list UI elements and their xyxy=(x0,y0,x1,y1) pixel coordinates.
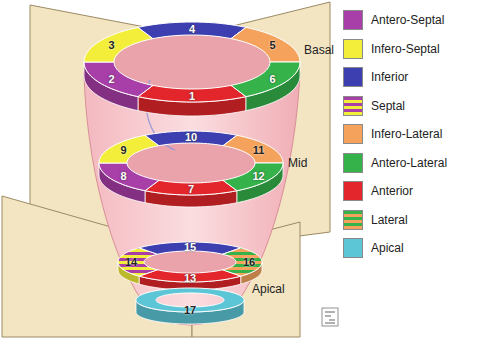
swatch-pattern xyxy=(344,211,362,229)
legend-swatch xyxy=(343,39,363,59)
legend-swatch xyxy=(343,124,363,144)
ring-segment: 12 xyxy=(222,162,284,204)
legend-text: Lateral xyxy=(371,213,408,227)
legend-text: Infero-Lateral xyxy=(371,127,442,141)
ring-segment: 17 xyxy=(135,287,245,325)
legend-swatch xyxy=(343,153,363,173)
corner-logo xyxy=(322,308,338,326)
legend-row: Lateral xyxy=(343,210,493,230)
ventricle-body xyxy=(84,72,300,325)
segment-number: 11 xyxy=(253,145,265,156)
ring-segment: 2 xyxy=(83,61,154,112)
segment-shape xyxy=(230,61,301,112)
segment-shape xyxy=(222,162,284,204)
legend-swatch xyxy=(343,181,363,201)
segment-number: 17 xyxy=(184,304,196,315)
segment-face xyxy=(145,131,237,146)
segment-number: 5 xyxy=(269,40,275,51)
ring-segment: 5 xyxy=(230,26,301,63)
segment-face xyxy=(99,163,159,191)
segment-face xyxy=(84,62,153,97)
segment-face xyxy=(231,62,300,97)
segment-face xyxy=(138,85,246,102)
segment-face xyxy=(223,163,283,191)
ring-segment: 6 xyxy=(230,61,301,112)
swatch-pattern xyxy=(344,97,362,115)
segment-face xyxy=(139,270,241,282)
segment-number: 6 xyxy=(269,73,275,84)
level-label: Apical xyxy=(252,283,285,295)
segment-number: 12 xyxy=(252,171,264,182)
legend-row: Septal xyxy=(343,96,493,116)
ring-segment: 4 xyxy=(136,21,247,40)
level-label: Mid xyxy=(288,157,307,169)
segment-face xyxy=(139,242,241,254)
legend-swatch xyxy=(343,10,363,30)
legend-row: Anterior xyxy=(343,181,493,201)
legend-text: Antero-Lateral xyxy=(371,156,447,170)
segment-number: 1 xyxy=(189,90,195,101)
striped-swatch xyxy=(343,210,363,230)
legend-row: Antero-Lateral xyxy=(343,153,493,173)
segment-number: 2 xyxy=(108,73,114,84)
section-planes xyxy=(2,2,330,337)
segment-shape xyxy=(230,26,301,63)
segment-number: 4 xyxy=(189,23,195,34)
legend-swatch xyxy=(343,238,363,258)
legend-text: Infero-Septal xyxy=(371,42,440,56)
legend-row: Apical xyxy=(343,238,493,258)
legend-row: Infero-Lateral xyxy=(343,124,493,144)
legend-row: Antero-Septal xyxy=(343,10,493,30)
segment-number: 8 xyxy=(120,171,126,182)
ring-segment: 10 xyxy=(143,130,238,147)
segment-number: 3 xyxy=(108,40,114,51)
segment-number: 9 xyxy=(120,145,126,156)
segment-number: 15 xyxy=(184,241,196,252)
legend-text: Apical xyxy=(371,241,404,255)
segment-number: 14 xyxy=(125,257,137,268)
segment-shape xyxy=(98,162,160,204)
segment-number: 7 xyxy=(188,184,194,195)
segment-face xyxy=(84,27,153,62)
ring-segment: 16 xyxy=(221,246,263,286)
segment-shape xyxy=(83,61,154,112)
legend-text: Septal xyxy=(371,99,405,113)
segment-face xyxy=(223,248,262,276)
legend-row: Inferior xyxy=(343,67,493,87)
level-label: Basal xyxy=(304,44,334,56)
segment-number: 10 xyxy=(185,132,197,143)
segment-number: 13 xyxy=(184,272,196,283)
legend-text: Anterior xyxy=(371,184,413,198)
ring-segment: 1 xyxy=(137,84,247,117)
segment-shape xyxy=(221,246,263,286)
segment-face xyxy=(231,27,300,62)
ring-segment: 7 xyxy=(144,179,238,208)
legend-swatch xyxy=(343,67,363,87)
segment-face xyxy=(223,135,283,163)
legend-text: Antero-Septal xyxy=(371,13,444,27)
segment-face xyxy=(138,22,246,39)
ring-segment: 11 xyxy=(222,134,284,164)
legend-row: Infero-Septal xyxy=(343,39,493,59)
striped-swatch xyxy=(343,96,363,116)
segment-face xyxy=(145,180,237,195)
legend-text: Inferior xyxy=(371,70,408,84)
ring-segment: 8 xyxy=(98,162,160,204)
segment-number: 16 xyxy=(243,257,255,268)
